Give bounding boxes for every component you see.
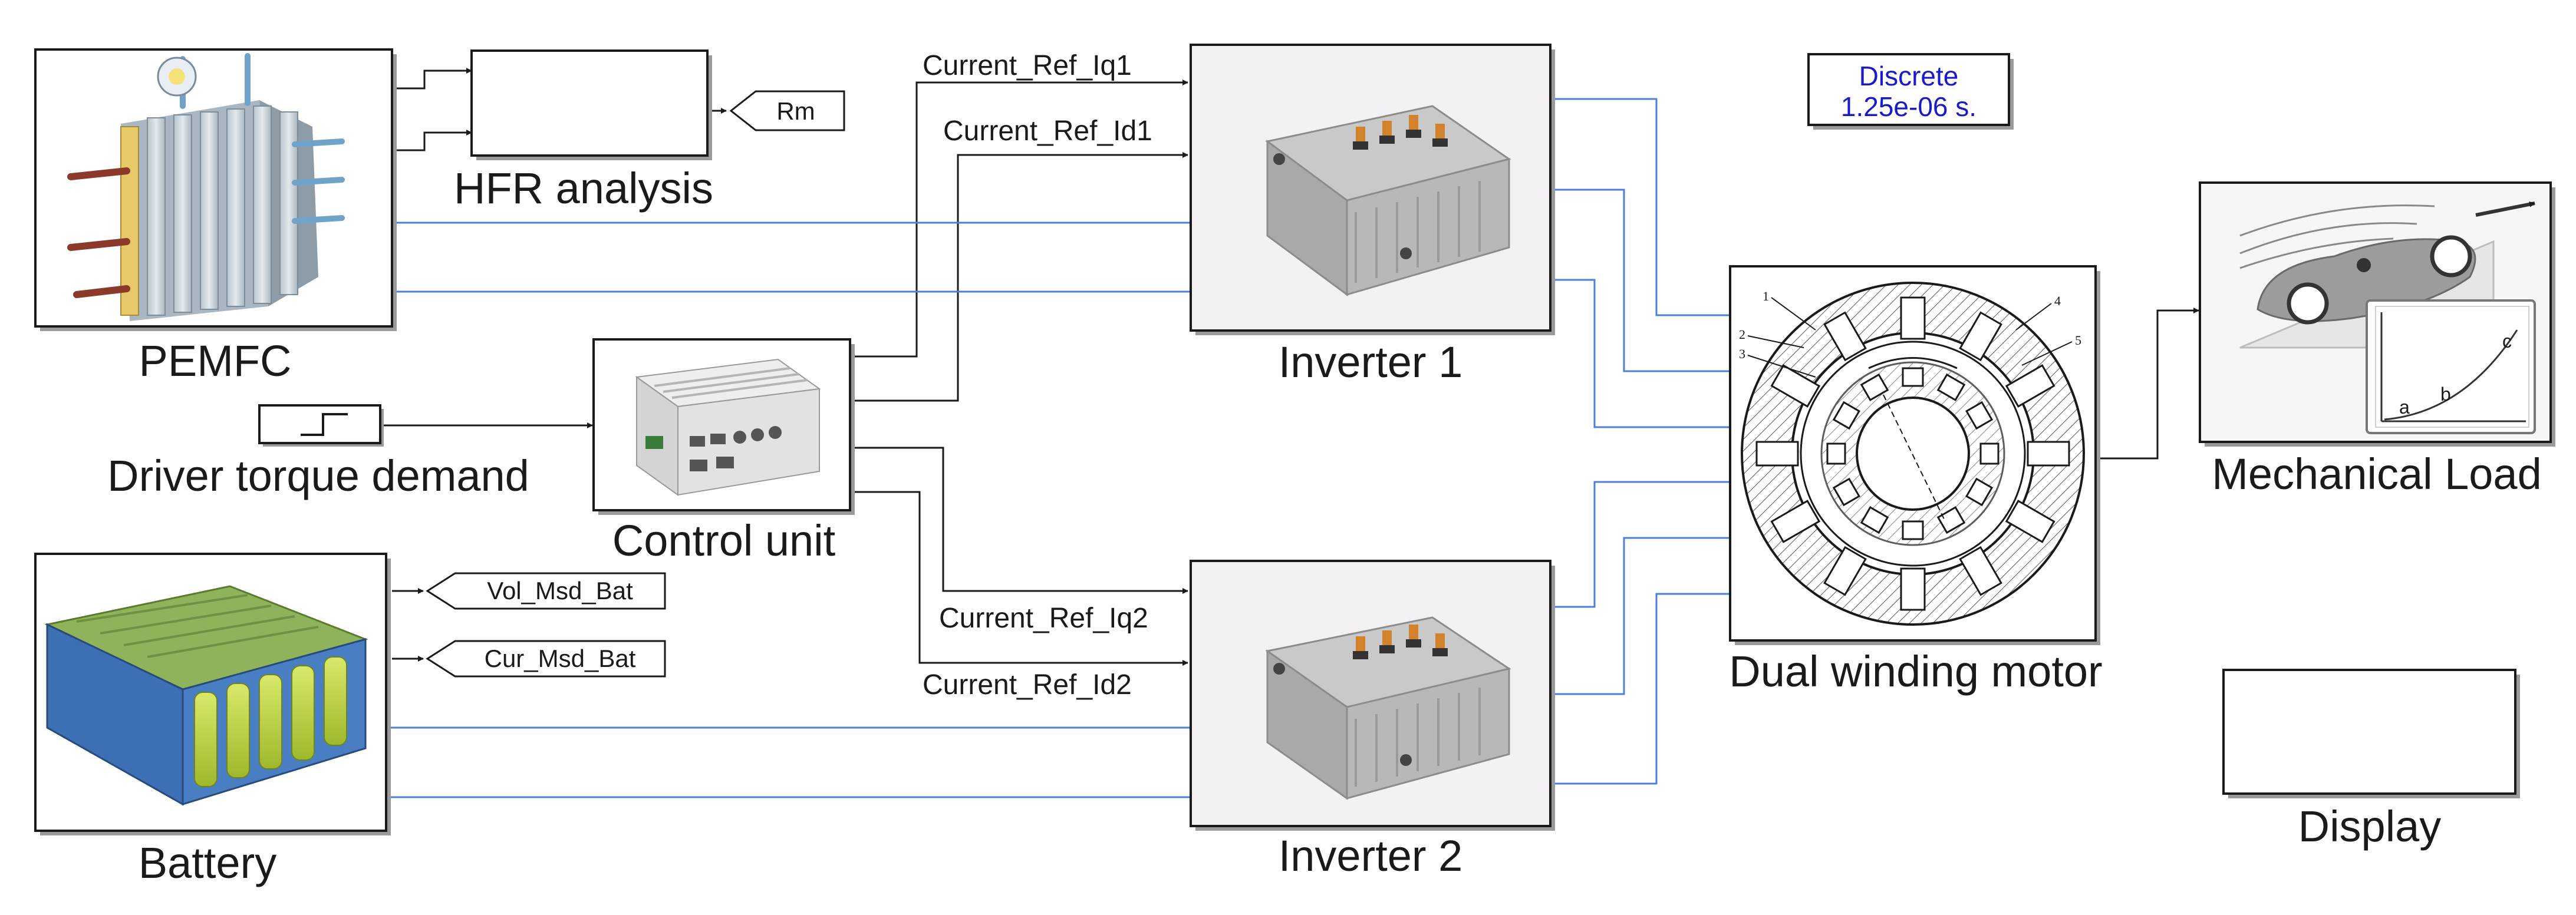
- battery-block[interactable]: [34, 553, 391, 835]
- motor-number-4: 4: [2054, 293, 2061, 308]
- rm-goto-tag[interactable]: Rm: [729, 90, 845, 131]
- signal-wires: [383, 68, 2199, 666]
- cur-msd-bat-label: Cur_Msd_Bat: [485, 645, 636, 672]
- dual-winding-motor-block[interactable]: 1 2 3 4 5: [1729, 265, 2100, 645]
- vol-msd-bat-goto-tag[interactable]: Vol_Msd_Bat: [426, 572, 666, 610]
- display-block[interactable]: [2222, 669, 2520, 798]
- battery-label: Battery: [139, 838, 276, 887]
- cur-msd-bat-goto-tag[interactable]: Cur_Msd_Bat: [426, 640, 666, 678]
- rm-tag-label: Rm: [776, 97, 815, 125]
- step-signal-icon: [301, 413, 348, 436]
- wire-iq1[interactable]: [853, 80, 1188, 358]
- control-unit-label: Control unit: [612, 516, 836, 565]
- bus-inv1-motor-b[interactable]: [1551, 189, 1730, 372]
- bus-inv2-motor-a[interactable]: [1551, 481, 1730, 608]
- wire-id2[interactable]: [853, 491, 1188, 666]
- motor-number-5: 5: [2075, 333, 2081, 348]
- inverter-1-block[interactable]: [1190, 44, 1555, 335]
- motor-number-3: 3: [1739, 346, 1745, 361]
- control-unit-block[interactable]: [592, 338, 855, 515]
- wire-id1[interactable]: [853, 152, 1188, 402]
- driver-step-block[interactable]: [258, 404, 384, 447]
- mechanical-load-block[interactable]: a b c: [2199, 181, 2555, 447]
- pemfc-block[interactable]: [34, 48, 397, 331]
- embedded-controller-icon: [635, 358, 821, 496]
- dual-winding-motor-label: Dual winding motor: [1729, 647, 2102, 696]
- inverter-2-block[interactable]: [1190, 560, 1555, 831]
- signal-current-ref-iq2: Current_Ref_Iq2: [939, 603, 1148, 634]
- bus-inv1-motor-a[interactable]: [1551, 98, 1730, 316]
- signal-current-ref-iq1: Current_Ref_Iq1: [923, 50, 1132, 81]
- hfr-analysis-label: HFR analysis: [454, 164, 713, 213]
- wire-motor-load[interactable]: [2100, 308, 2199, 460]
- bus-inv2-motor-b[interactable]: [1551, 537, 1730, 695]
- fuel-cell-stack-icon: [67, 53, 345, 321]
- battery-pack-icon: [44, 585, 368, 806]
- motor-cross-section-icon: 1 2 3 4 5: [1739, 282, 2085, 626]
- motor-number-1: 1: [1763, 289, 1769, 303]
- load-curve-b: b: [2440, 384, 2451, 405]
- inverter-icon: [1265, 616, 1511, 800]
- power-connections: [389, 98, 1730, 798]
- bus-inv1-motor-c[interactable]: [1551, 279, 1730, 428]
- powergui-block[interactable]: Discrete 1.25e-06 s.: [1807, 53, 2014, 130]
- wire-iq2[interactable]: [853, 447, 1188, 594]
- bus-inv2-motor-c[interactable]: [1551, 593, 1730, 785]
- hfr-analysis-block[interactable]: [470, 49, 712, 160]
- display-label: Display: [2298, 802, 2442, 851]
- signal-current-ref-id2: Current_Ref_Id2: [923, 669, 1132, 701]
- load-curve-a: a: [2399, 397, 2410, 418]
- motor-number-2: 2: [1739, 327, 1745, 342]
- inverter-icon: [1265, 105, 1511, 296]
- inverter-2-label: Inverter 2: [1279, 831, 1463, 880]
- pemfc-label: PEMFC: [139, 336, 292, 385]
- signal-current-ref-id1: Current_Ref_Id1: [943, 115, 1152, 147]
- powergui-mode: Discrete: [1859, 61, 1959, 91]
- wire-pemfc-hfr-1[interactable]: [395, 68, 472, 90]
- load-curve-c: c: [2502, 331, 2512, 352]
- mechanical-load-label: Mechanical Load: [2212, 450, 2541, 498]
- inverter-1-label: Inverter 1: [1279, 338, 1463, 387]
- powergui-sample-time: 1.25e-06 s.: [1841, 91, 1977, 122]
- driver-torque-label: Driver torque demand: [107, 451, 529, 500]
- wire-pemfc-hfr-2[interactable]: [395, 130, 472, 151]
- vol-msd-bat-label: Vol_Msd_Bat: [487, 577, 633, 605]
- vehicle-load-icon: a b c: [2239, 201, 2536, 434]
